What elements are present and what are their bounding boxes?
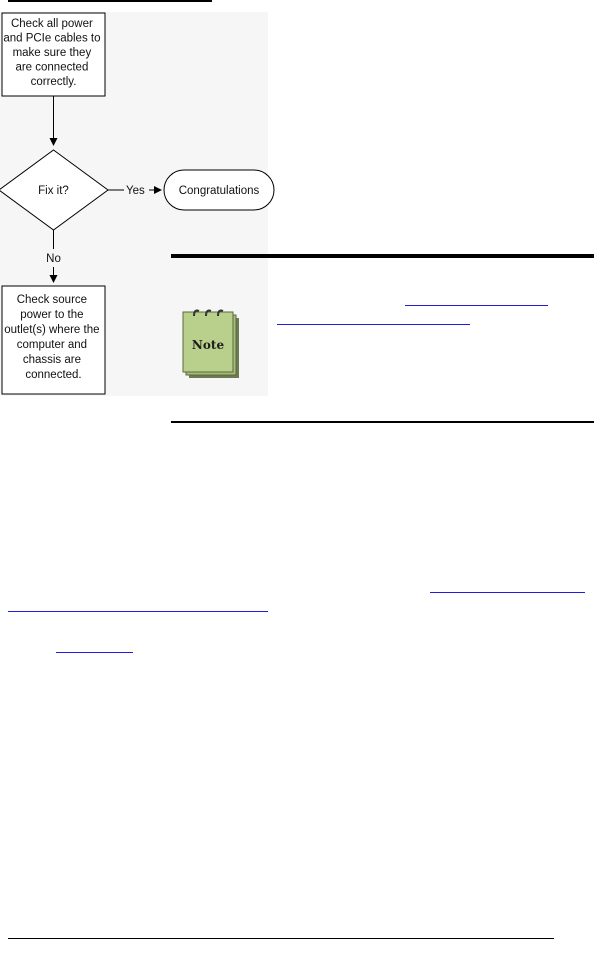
body-link-underline-1[interactable]: [430, 592, 585, 593]
check-source-power-box: [1, 285, 106, 395]
body-link-underline-2[interactable]: [8, 611, 268, 612]
body-link-underline-3[interactable]: [56, 652, 133, 653]
check-source-power-text: Check source power to the outlet(s) wher…: [4, 294, 102, 381]
troubleshooting-flowchart: Check all power and PCIe cables to make …: [0, 12, 275, 395]
note-link-underline-2[interactable]: [277, 324, 470, 325]
note-icon-label: Note: [192, 338, 225, 352]
congratulations-terminal: [163, 169, 275, 211]
check-cables-text: Check all power and PCIe cables to make …: [3, 18, 103, 88]
no-label: No: [46, 253, 61, 265]
note-top-rule: [171, 254, 594, 258]
note-icon: Note: [182, 309, 239, 378]
note-link-underline-1[interactable]: [405, 305, 548, 306]
fix-it-text: Fix it?: [38, 185, 69, 197]
top-rule: [8, 0, 212, 2]
check-cables-box: [1, 12, 106, 97]
congratulations-text: Congratulations: [179, 185, 260, 197]
note-bottom-rule: [171, 421, 594, 423]
footer-rule: [8, 938, 554, 939]
yes-label: Yes: [126, 185, 145, 197]
